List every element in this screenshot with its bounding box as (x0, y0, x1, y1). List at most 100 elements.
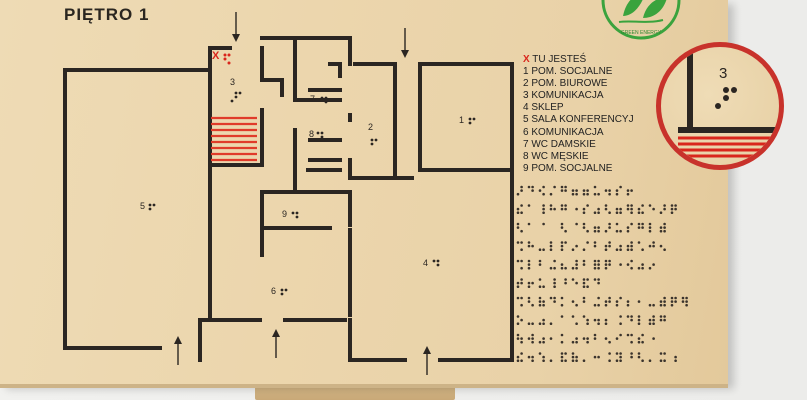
braille-dot (637, 222, 641, 226)
braille-dot (571, 340, 575, 344)
braille-dot (608, 340, 611, 344)
braille-dot (615, 207, 619, 211)
braille-dot (538, 300, 542, 303)
legend-item-1: 1 POM. SOCJALNE (523, 66, 613, 78)
braille-dot (564, 204, 567, 207)
braille-dot (641, 266, 644, 270)
braille-dot (619, 229, 622, 233)
braille-dot (608, 192, 611, 196)
braille-dot (538, 189, 542, 192)
braille-dot (549, 192, 553, 196)
braille-dot (593, 303, 597, 307)
braille-dot (542, 211, 545, 214)
braille-dot (626, 204, 630, 207)
braille-dot (575, 207, 578, 211)
braille-dot (520, 303, 523, 307)
braille-dot (652, 244, 655, 248)
braille-dot (597, 281, 600, 285)
braille-dot (553, 185, 556, 189)
braille-dot (630, 211, 633, 214)
braille-dot (571, 189, 575, 192)
braille-dot (593, 244, 597, 248)
braille-dot (648, 303, 652, 307)
braille-dot (593, 355, 597, 359)
braille-dot (670, 207, 674, 211)
braille-dot (527, 259, 531, 263)
braille-dot (560, 248, 564, 251)
braille-dot (582, 263, 586, 266)
floor-plan (63, 12, 514, 375)
braille-dot (652, 303, 655, 307)
braille-dot (593, 229, 597, 233)
braille-dot (674, 359, 677, 362)
braille-dot (564, 229, 567, 233)
braille-dot (681, 300, 685, 303)
braille-dot (619, 322, 622, 325)
braille-dot (582, 337, 586, 340)
braille-dot (597, 355, 600, 359)
braille-dot (553, 259, 556, 263)
braille-dot (527, 322, 531, 325)
braille-dot (648, 359, 652, 362)
braille-dot (619, 248, 622, 251)
braille-dot (549, 241, 553, 244)
wall-room4 (348, 168, 514, 362)
braille-dot (615, 337, 619, 340)
green-energy-logo: GREEN ENERGY (601, 0, 681, 40)
braille-dot (608, 352, 611, 355)
room-number-4: 4 (423, 258, 429, 268)
braille-dot (516, 211, 520, 214)
braille-dot (586, 337, 589, 340)
wall-room1 (418, 62, 514, 172)
legend-item-you-are-here: X TU JESTEŚ (523, 54, 587, 65)
legend-item-2: 2 POM. BIUROWE (523, 78, 608, 90)
braille-dot (626, 333, 630, 337)
braille-dot (663, 303, 666, 307)
braille-dot (516, 322, 520, 325)
braille-dot (582, 278, 586, 281)
braille-dot (553, 266, 556, 270)
braille-dot (582, 281, 586, 285)
braille-dot (641, 226, 644, 229)
braille-dot (670, 303, 674, 307)
braille-dot (586, 285, 589, 288)
room-number-6: 6 (271, 286, 277, 296)
braille-dot (663, 359, 666, 362)
braille-dot (641, 263, 644, 266)
braille-dot (560, 340, 564, 344)
braille-dot (575, 355, 578, 359)
braille-dot (520, 359, 523, 362)
braille-dot (527, 337, 531, 340)
braille-dot (586, 322, 589, 325)
braille-dot (586, 189, 589, 192)
braille-dot (549, 337, 553, 340)
braille-dot (619, 207, 622, 211)
braille-dot (626, 303, 630, 307)
braille-dot (615, 229, 619, 233)
room-number-5: 5 (140, 201, 146, 211)
braille-dot (641, 333, 644, 337)
braille-dot (652, 318, 655, 322)
braille-dot (538, 322, 542, 325)
braille-dot (663, 222, 666, 226)
braille-dot (637, 300, 641, 303)
braille-dot (608, 359, 611, 362)
entrance-arrows (174, 12, 431, 375)
braille-dot (564, 359, 567, 362)
braille-dot (586, 278, 589, 281)
braille-dot (663, 315, 666, 318)
braille-dot (593, 278, 597, 281)
braille-dot (593, 185, 597, 189)
braille-dot (597, 318, 600, 322)
braille-dot (520, 259, 523, 263)
braille-dot (560, 241, 564, 244)
braille-dot (604, 248, 608, 251)
braille-dot (516, 207, 520, 211)
braille-dot (549, 296, 553, 300)
braille-dot (593, 333, 597, 337)
braille-dot (615, 303, 619, 307)
braille-dot (670, 300, 674, 303)
braille-dot (604, 229, 608, 233)
braille-dot (571, 192, 575, 196)
